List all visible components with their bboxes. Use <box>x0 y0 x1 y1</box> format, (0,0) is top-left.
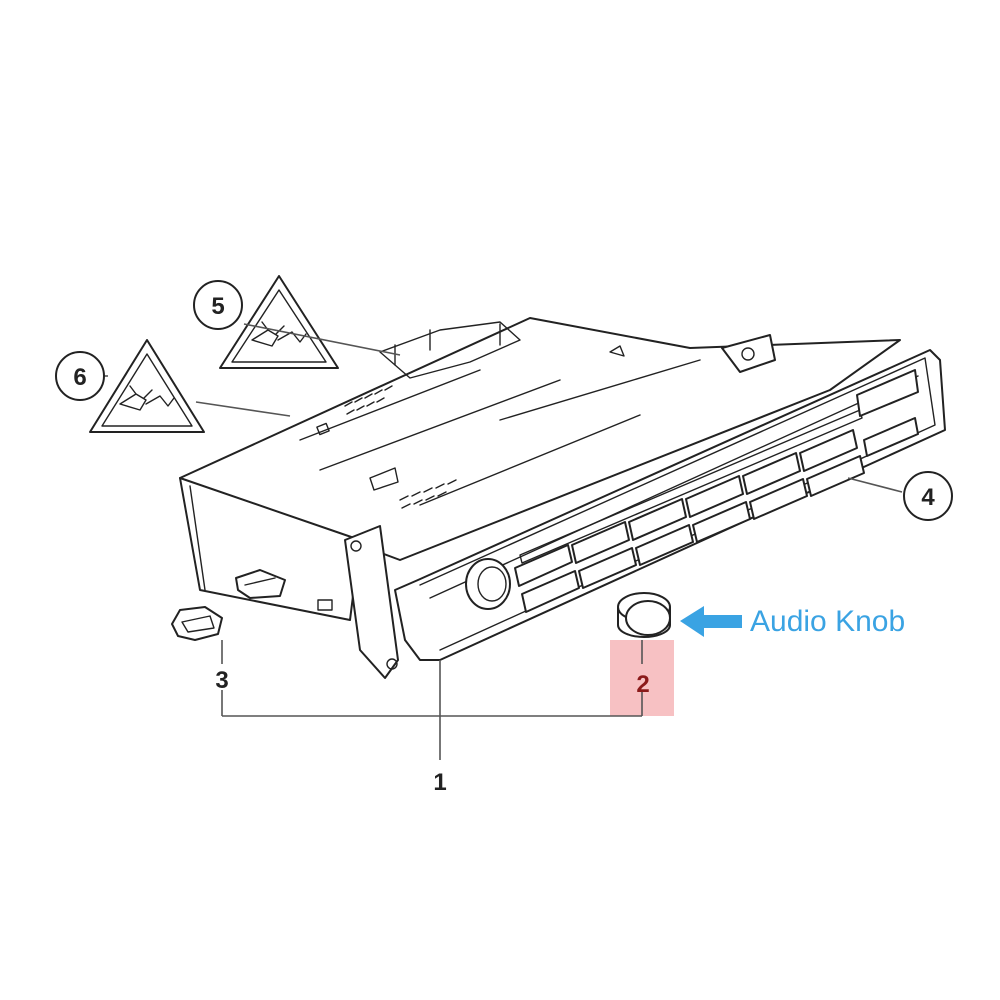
callout-circle-4 <box>903 471 953 521</box>
rear-connector <box>235 569 286 599</box>
annotation-label: Audio Knob <box>750 605 905 638</box>
preset-buttons-upper <box>514 369 919 587</box>
unit-volume-knob <box>465 558 511 610</box>
callout-circle-5 <box>193 280 243 330</box>
callout-6: 6 <box>73 364 86 391</box>
annotation-arrow <box>680 606 742 637</box>
unit-top-face <box>179 317 901 561</box>
preset-buttons-lower <box>521 417 919 613</box>
callout-2: 2 <box>636 671 649 698</box>
warning-label-5 <box>219 275 339 369</box>
warning-label-6 <box>89 339 205 433</box>
unit-left-face <box>179 477 361 621</box>
callout-1: 1 <box>433 769 446 796</box>
vent-grille <box>344 385 457 509</box>
leader-lines <box>100 323 903 760</box>
cd-slot <box>519 409 863 564</box>
mount-ear-right <box>721 334 776 373</box>
callout-circle-6 <box>55 351 105 401</box>
callout-3: 3 <box>215 667 228 694</box>
callout-5: 5 <box>211 293 224 320</box>
callout-4: 4 <box>921 484 935 511</box>
part-3-cap <box>171 606 223 641</box>
radio-unit <box>179 317 946 679</box>
